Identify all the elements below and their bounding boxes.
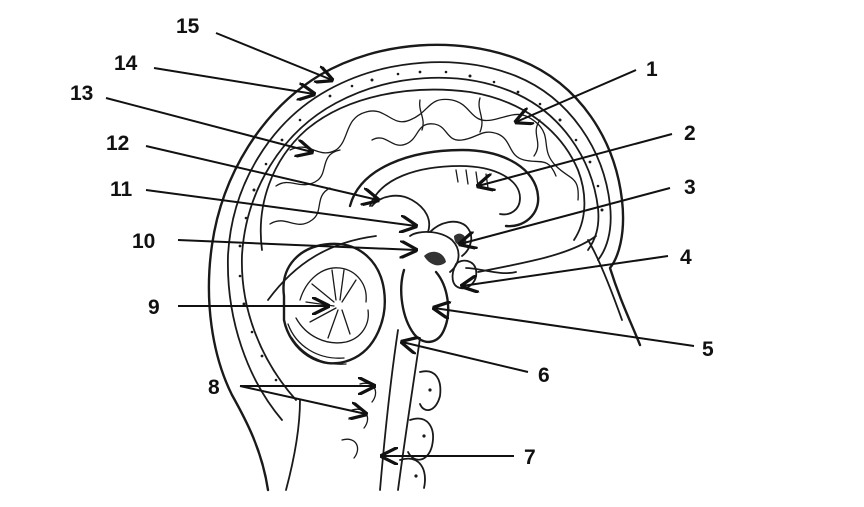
leader-2 (478, 133, 673, 186)
leader-3 (460, 187, 671, 244)
leader-lines (105, 32, 695, 456)
head-outline (207, 43, 642, 492)
leader-6 (402, 342, 529, 373)
label-3: 3 (684, 176, 696, 199)
label-1: 1 (646, 58, 658, 81)
label-4: 4 (680, 246, 692, 269)
label-13: 13 (70, 82, 93, 105)
skull-texture (238, 70, 604, 382)
label-8: 8 (208, 376, 220, 399)
leader-4 (462, 255, 669, 286)
leader-15 (215, 32, 332, 80)
cerebrum (259, 88, 586, 251)
leader-1 (516, 69, 637, 122)
vertebrae (341, 370, 442, 489)
label-10: 10 (132, 230, 155, 253)
leader-13 (105, 97, 312, 152)
leader-14 (153, 67, 314, 94)
dura-lines (267, 235, 623, 321)
leader-5 (434, 308, 695, 347)
leader-12 (145, 145, 378, 200)
label-7: 7 (524, 446, 536, 469)
leader-10 (177, 239, 416, 250)
corpus-callosum (348, 148, 540, 228)
leader-8b (239, 385, 366, 414)
label-6: 6 (538, 364, 550, 387)
leader-11 (145, 189, 416, 226)
label-5: 5 (702, 338, 714, 361)
label-9: 9 (148, 296, 160, 319)
label-14: 14 (114, 52, 138, 75)
cerebellum (282, 242, 386, 365)
label-11: 11 (110, 178, 133, 201)
label-12: 12 (106, 132, 129, 155)
labels: 15 14 13 12 11 10 9 8 7 6 5 4 3 2 1 (70, 15, 714, 469)
diencephalon-brainstem (371, 194, 517, 491)
label-2: 2 (684, 122, 696, 145)
label-15: 15 (176, 15, 200, 38)
